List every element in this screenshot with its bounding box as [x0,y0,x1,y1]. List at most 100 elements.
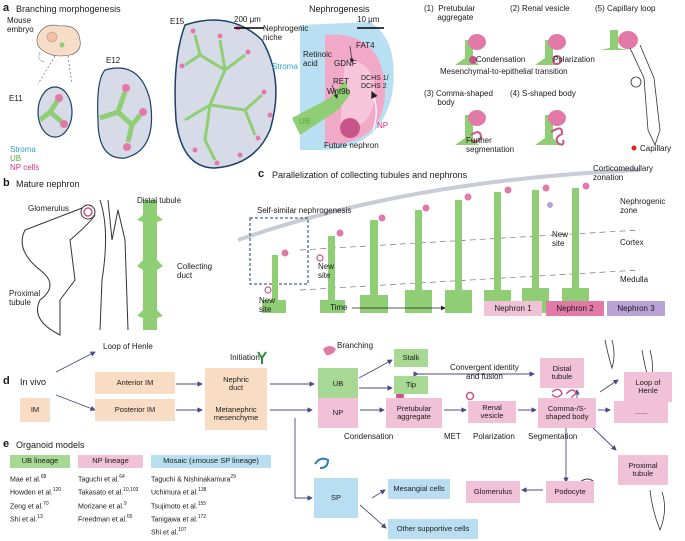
new-site-2-label: New site [318,262,335,281]
np-box: NP [318,398,358,428]
wnt9b-label: Wnt9b [327,87,351,96]
nephric-duct-box: Nephric duct [205,368,267,400]
stage-drawings [455,30,661,151]
panel-b-label: b [3,177,10,189]
nephron2-label: Nephron 2 [556,304,594,313]
medulla-label: Medulla [620,275,649,284]
legend-nephron3-swatch [607,301,665,316]
condensation-d-label: Condensation [344,432,394,441]
citation: Shi et al.107 [151,527,187,537]
panel-c-label: c [258,168,265,180]
polarization-d-label: Polarization [473,432,515,441]
scale-200-label: 200 μm [234,15,261,24]
citation: Uchimura et al.138 [151,487,207,497]
segmentation-d-label: Segmentation [528,432,578,441]
glomerulus-box: Glomerulus [466,481,520,503]
mature-nephron-drawing [21,199,163,336]
kidney-e11 [37,86,73,138]
nephrogenic-niche-label: Nephrogenic niche [263,24,309,43]
scale-10-label: 10 μm [357,15,380,24]
np-niche-label: NP [377,121,389,130]
panel-a-title: Branching morphogenesis [16,4,121,14]
legend-ub: UB [10,154,22,163]
nephrogenesis-title: Nephrogenesis [309,4,370,14]
legend-np: NP cells [10,163,40,172]
cortico-label: Corticomedullary zonation [593,164,654,183]
cortex-label: Cortex [620,238,644,247]
self-similar-label: Self-similar nephrogenesis [257,206,352,215]
proximal-b-label: Proximal tubule [9,289,41,308]
nephron3-label: Nephron 3 [617,304,655,313]
nephron1-label: Nephron 1 [494,304,532,313]
ub-lineage-header: UB lineage [10,455,70,468]
distal-box: Distal tubule [540,358,584,388]
condensation-label: Condensation [476,55,526,64]
ub-box: UB [318,368,358,400]
time-label: Time [330,303,348,312]
nephrogenic-zone-label: Nephrogenic zone [620,197,666,216]
panel-e-title: Organoid models [16,440,85,450]
capillary-label: Capillary [640,144,672,153]
renal-vesicle-box: Renal vesicle [468,401,516,423]
stroma-label: Stroma [272,62,298,71]
distal-b-label: Distal tubule [137,196,182,205]
met-label: Mesenchymal-to-epithelial transition [440,67,568,76]
in-vivo-label: In vivo [20,377,47,387]
panel-e-label: e [3,438,10,450]
henle-b-label: Loop of Henle [103,342,153,351]
gdnf-label: GDNF [334,59,357,68]
henle-box: Loop of Henle [624,372,672,402]
anterior-im-box: Anterior IM [95,372,175,394]
convergent-label: Convergent identity and fusion [450,363,519,382]
kidney-e15 [174,19,277,169]
stage4-label: (4) S-shaped body [510,89,576,98]
panel-c-title: Parallelization of collecting tubules an… [272,170,468,180]
met-d-label: MET [444,432,461,441]
proximal-box: Proximal tubule [618,455,668,485]
citation: Shi et al.13 [10,513,43,524]
pretubular-box: Pretubular aggregate [386,398,442,428]
other-supportive-box: Other supportive cells [388,519,478,539]
nephrogenic-niche-drawing [292,22,394,150]
branching-label: Branching [337,341,374,350]
e15-label: E15 [170,17,185,26]
further-seg-label: Further segmentation [466,136,515,155]
retinoic-acid-label: Retinoic acid [303,50,332,69]
new-site-3-label: New site [552,230,569,249]
kidney-e12 [97,67,153,159]
podocyte-box: Podocyte [546,481,594,503]
stage5-label: (5) Capillary loop [595,4,656,13]
tip-box: Tip [394,376,428,394]
citation: Taguchi et al.64 [78,474,125,484]
citation: Tsujimoto et al.155 [151,500,207,510]
mouse-embryo-label: Mouse embryo [7,16,34,35]
stalk-box: Stalk [394,349,428,367]
im-box: IM [20,398,50,422]
flow-arrows [55,351,619,529]
stage2-label: (2) Renal vesicle [510,4,570,13]
fat4-label: FAT4 [356,41,375,50]
citation: Mae et al.68 [10,474,47,484]
stage3-label: (3) Comma-shaped body [424,89,493,108]
citation: Morizane et al.9 [78,500,127,510]
panel-a-label: a [3,2,10,14]
dchs-label: DCHS 1/ DCHS 2 [361,75,389,91]
e12-label: E12 [106,56,121,65]
parallelization-drawing [237,168,641,313]
panel-b-title: Mature nephron [16,179,80,189]
sp-box: SP [314,478,358,518]
ret-label: RET [333,77,349,86]
ellipsis-box: ...... [614,401,668,423]
citation: Takasato et al.10,103 [78,487,139,497]
posterior-im-box: Posterior IM [95,399,175,421]
citation: Taguchi & Nishinakamura29 [151,474,236,484]
citation: Zeng et al.70 [10,500,49,510]
legend-stroma: Stroma [10,145,36,154]
citation: Tanigawa et al.172 [151,513,207,524]
np-lineage-header: NP lineage [78,455,143,468]
e11-label: E11 [9,94,23,103]
